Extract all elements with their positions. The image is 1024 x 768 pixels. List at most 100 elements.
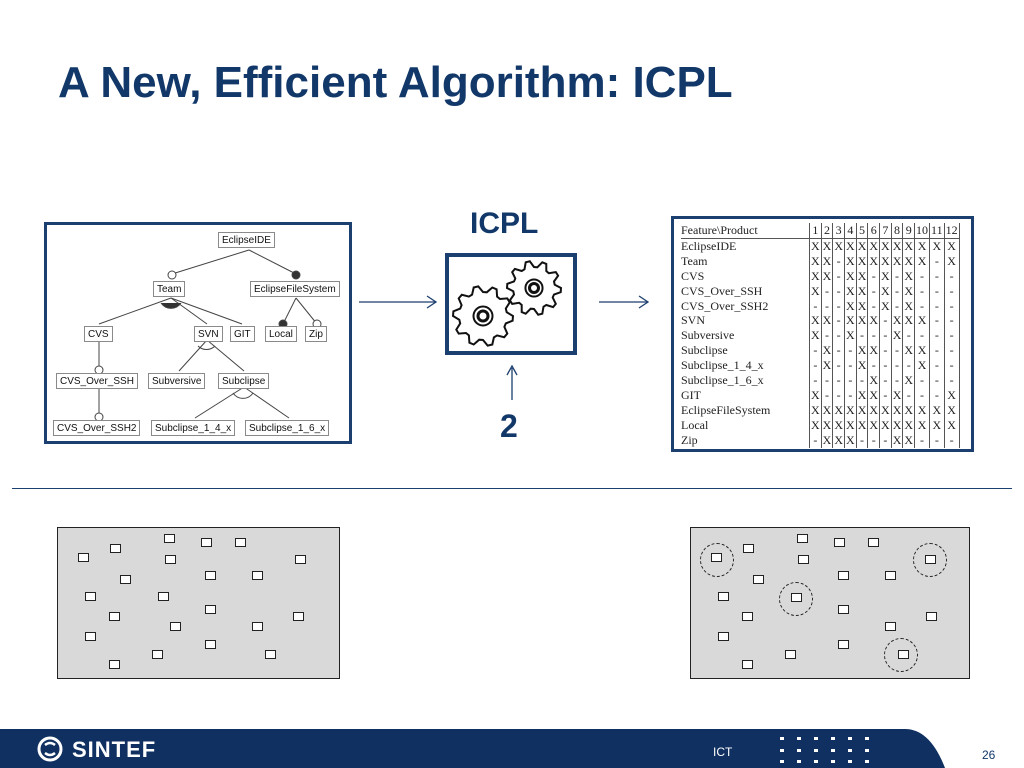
matrix-cell: - [879, 328, 892, 344]
matrix-cell: - [929, 358, 945, 374]
matrix-cell: - [832, 313, 846, 329]
matrix-header-product: 8 [891, 223, 904, 239]
matrix-cell: X [879, 253, 892, 269]
matrix-cell: X [856, 268, 869, 284]
matrix-cell: - [914, 268, 931, 284]
matrix-cell: X [809, 313, 822, 329]
matrix-header-product: 3 [832, 223, 846, 239]
matrix-cell: X [891, 238, 904, 254]
matrix-cell: X [902, 253, 916, 269]
product-square [235, 538, 246, 547]
product-square [201, 538, 212, 547]
matrix-header-feature: Feature\Product [681, 223, 810, 239]
matrix-cell: X [944, 417, 960, 433]
product-square [252, 571, 263, 580]
node-team: Team [153, 281, 186, 297]
matrix-cell: X [914, 313, 931, 329]
sample-space-selected-products [690, 527, 970, 679]
matrix-cell: X [867, 313, 881, 329]
matrix-cell: - [891, 358, 904, 374]
product-square [925, 555, 936, 564]
matrix-cell: - [929, 313, 945, 329]
sintef-logo-icon [37, 736, 63, 762]
product-square [109, 660, 120, 669]
footer-dots-pattern [780, 737, 869, 763]
selected-sample-circle [884, 638, 918, 672]
matrix-cell: X [856, 417, 869, 433]
node-git: GIT [230, 326, 255, 342]
product-square [165, 555, 176, 564]
matrix-header-product: 6 [867, 223, 881, 239]
matrix-cell: X [914, 417, 931, 433]
matrix-cell: - [809, 373, 822, 388]
matrix-cell: - [809, 432, 822, 448]
matrix-cell: X [891, 313, 904, 329]
matrix-cell: - [879, 358, 892, 374]
matrix-cell: - [809, 358, 822, 374]
product-square [718, 632, 729, 641]
matrix-header-product: 5 [856, 223, 869, 239]
matrix-header-product: 2 [821, 223, 834, 239]
matrix-cell: - [929, 373, 945, 388]
matrix-cell: X [891, 432, 904, 448]
matrix-cell: X [914, 402, 931, 418]
matrix-feature-name: Subclipse [681, 343, 810, 359]
product-square [252, 622, 263, 631]
gear-large-icon [451, 285, 515, 347]
feature-model-connectors [94, 249, 322, 422]
matrix-cell: - [944, 328, 960, 344]
product-square [85, 632, 96, 641]
matrix-header-product: 4 [844, 223, 857, 239]
matrix-feature-name: EclipseFileSystem [681, 402, 810, 418]
node-subclipse-1-6-x: Subclipse_1_6_x [245, 420, 330, 436]
product-square [898, 650, 909, 659]
matrix-cell: X [809, 402, 822, 418]
matrix-cell: X [944, 402, 960, 418]
matrix-cell: - [844, 358, 857, 374]
matrix-cell: X [844, 432, 857, 448]
matrix-cell: X [914, 343, 931, 359]
matrix-cell: - [832, 298, 846, 314]
matrix-cell: - [867, 358, 881, 374]
icpl-label: ICPL [470, 207, 539, 240]
matrix-cell: - [902, 328, 916, 344]
matrix-cell: X [891, 328, 904, 344]
gears-icon [451, 260, 563, 347]
matrix-feature-name: Local [681, 417, 810, 433]
product-square [205, 605, 216, 614]
matrix-cell: - [821, 373, 834, 388]
matrix-cell: X [879, 402, 892, 418]
product-square [798, 555, 809, 564]
matrix-cell: X [891, 417, 904, 433]
arrow-to-icpl [359, 295, 438, 309]
matrix-cell: X [856, 298, 869, 314]
matrix-cell: - [914, 328, 931, 344]
matrix-cell: - [944, 432, 960, 448]
matrix-cell: X [856, 402, 869, 418]
matrix-cell: X [929, 238, 945, 254]
matrix-cell: - [867, 328, 881, 344]
matrix-cell: - [879, 373, 892, 388]
matrix-cell: X [902, 417, 916, 433]
matrix-feature-name: CVS_Over_SSH [681, 283, 810, 299]
matrix-cell: - [929, 328, 945, 344]
product-square [109, 612, 120, 621]
matrix-cell: X [944, 253, 960, 269]
matrix-cell: X [944, 387, 960, 403]
matrix-cell: X [821, 268, 834, 284]
matrix-cell: X [944, 238, 960, 254]
footer-bar [0, 729, 945, 768]
node-subclipse-1-4-x: Subclipse_1_4_x [151, 420, 236, 436]
matrix-cell: X [867, 253, 881, 269]
matrix-cell: X [844, 238, 857, 254]
product-square [205, 571, 216, 580]
node-subversive: Subversive [148, 373, 206, 389]
product-square [885, 571, 896, 580]
matrix-feature-name: CVS_Over_SSH2 [681, 298, 810, 314]
product-square [834, 538, 845, 547]
product-square [293, 612, 304, 621]
